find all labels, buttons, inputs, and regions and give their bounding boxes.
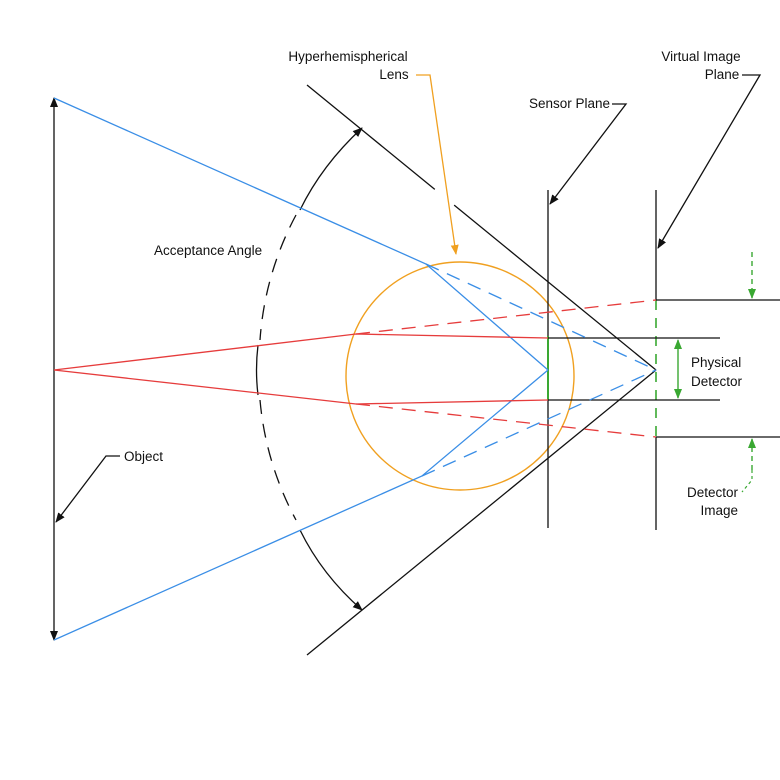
hyperhemispherical-lens bbox=[345, 261, 575, 491]
sensor-plane-leader bbox=[549, 103, 628, 205]
acceptance-angle-label: Acceptance Angle bbox=[154, 243, 262, 258]
edge-ray-lower-virtual bbox=[421, 369, 657, 477]
edge-ray-upper-virtual bbox=[425, 263, 657, 371]
detector-image-leader bbox=[741, 470, 753, 493]
center-ray-lower-virtual bbox=[355, 403, 657, 438]
virtual-image-label-line1: Virtual Image bbox=[661, 49, 740, 64]
object-leader bbox=[55, 455, 120, 523]
center-ray-upper bbox=[53, 333, 549, 371]
center-ray-upper-virtual bbox=[355, 299, 657, 335]
detector-image-label-line2: Image bbox=[700, 503, 738, 518]
acceptance-angle-arc-lower bbox=[259, 399, 297, 521]
acceptance-cone-upper bbox=[306, 84, 657, 371]
acceptance-angle-arc-upper bbox=[259, 214, 297, 341]
lens-label-line1: Hyperhemispherical bbox=[288, 49, 407, 64]
physical-detector-label-line2: Detector bbox=[691, 374, 743, 389]
detector-image-label-line1: Detector bbox=[687, 485, 739, 500]
acceptance-cone-lower bbox=[306, 369, 657, 656]
lens-label-line2: Lens bbox=[379, 67, 409, 82]
physical-detector-label-line1: Physical bbox=[691, 355, 741, 370]
virtual-image-leader bbox=[657, 74, 762, 249]
sensor-plane-label: Sensor Plane bbox=[529, 96, 610, 111]
acceptance-angle-arc-mid bbox=[255, 344, 259, 396]
edge-ray-lower bbox=[53, 369, 549, 641]
acceptance-angle-arc-bottom-arrow bbox=[299, 529, 363, 611]
center-ray-lower bbox=[53, 369, 549, 405]
acceptance-angle-arc-top-arrow bbox=[299, 127, 363, 211]
virtual-image-label-line2: Plane bbox=[705, 67, 740, 82]
object-label: Object bbox=[124, 449, 163, 464]
lens-leader bbox=[416, 74, 459, 255]
edge-ray-upper bbox=[53, 97, 549, 371]
